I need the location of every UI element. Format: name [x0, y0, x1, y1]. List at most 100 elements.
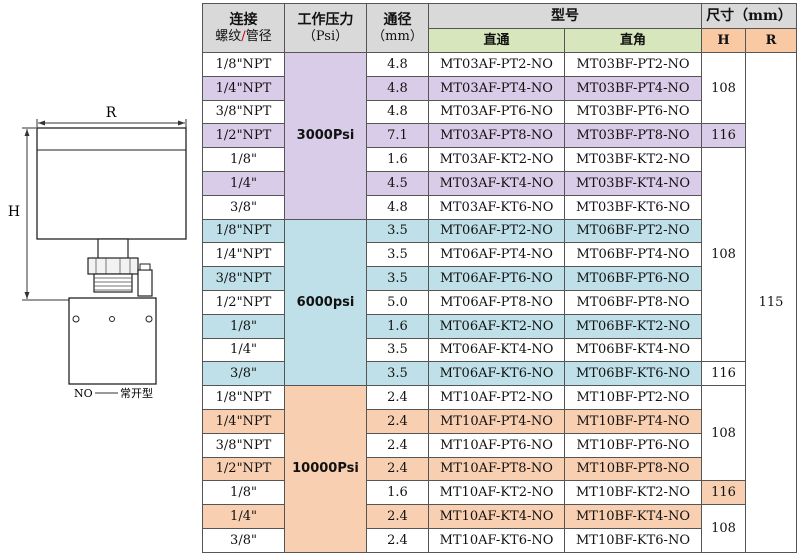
header-thread-label: 螺纹 — [215, 28, 242, 44]
header-straight: 直通 — [428, 28, 565, 53]
cell-bore: 3.5 — [366, 266, 429, 291]
cell-model-angle: MT10BF-PT6-NO — [564, 432, 702, 458]
header-pressure-label: 工作压力 — [297, 11, 354, 28]
cell-bore: 4.8 — [366, 99, 429, 125]
cell-bore: 2.4 — [366, 456, 429, 482]
header-bore-sub: （mm） — [372, 28, 423, 44]
cell-pressure: 6000psi — [284, 218, 367, 387]
header-connection-label: 连接 — [229, 11, 258, 28]
cell-connection: 1/8"NPT — [202, 385, 285, 410]
cell-connection: 1/8"NPT — [202, 218, 285, 244]
dim-h-arrow-bottom — [24, 292, 30, 299]
cell-model-straight: MT06AF-PT4-NO — [428, 242, 565, 268]
cell-bore: 2.4 — [366, 527, 429, 553]
cell-h: 116 — [701, 361, 746, 387]
cell-model-straight: MT03AF-PT6-NO — [428, 99, 565, 125]
dim-r-label: R — [106, 105, 117, 121]
cell-model-straight: MT03AF-PT4-NO — [428, 75, 565, 101]
valve-housing — [36, 127, 187, 240]
header-bore-label: 通径 — [383, 11, 412, 28]
cell-model-straight: MT10AF-KT4-NO — [428, 504, 565, 529]
cell-model-straight: MT10AF-PT6-NO — [428, 432, 565, 458]
cell-connection: 3/8" — [202, 194, 285, 220]
header-connection: 连接 螺纹/管径 — [202, 3, 285, 53]
cell-h: 116 — [701, 480, 746, 506]
valve-neck — [97, 238, 129, 260]
spec-table: 连接 螺纹/管径 工作压力 （Psi） 通径 （mm） 型号 尺寸（mm） 直通… — [202, 3, 798, 553]
cell-bore: 3.5 — [366, 218, 429, 244]
cell-model-angle: MT06BF-PT2-NO — [564, 218, 702, 244]
cell-bore: 3.5 — [366, 242, 429, 268]
cell-connection: 1/8" — [202, 313, 285, 339]
cell-bore: 2.4 — [366, 432, 429, 458]
cell-model-angle: MT06BF-PT8-NO — [564, 289, 702, 315]
cell-model-straight: MT06AF-KT4-NO — [428, 337, 565, 363]
header-dimension: 尺寸（mm） — [700, 3, 798, 29]
cell-connection: 1/8"NPT — [202, 52, 285, 77]
cell-h: 108 — [701, 147, 746, 363]
cell-model-straight: MT03AF-KT2-NO — [428, 147, 565, 172]
cell-model-straight: MT06AF-PT8-NO — [428, 289, 565, 315]
cell-connection: 1/2"NPT — [202, 289, 285, 315]
cell-connection: 1/4"NPT — [202, 75, 285, 101]
cell-model-angle: MT06BF-PT4-NO — [564, 242, 702, 268]
dim-h-arrow-top — [24, 129, 30, 136]
cell-connection: 3/8"NPT — [202, 99, 285, 125]
cell-h: 108 — [701, 385, 746, 482]
cell-connection: 1/4" — [202, 504, 285, 529]
cell-bore: 7.1 — [366, 123, 429, 149]
cell-connection: 1/4" — [202, 170, 285, 196]
cell-model-straight: MT03AF-KT6-NO — [428, 194, 565, 220]
dim-r-arrow-left — [38, 120, 45, 126]
cell-bore: 3.5 — [366, 361, 429, 387]
cell-connection: 1/2"NPT — [202, 123, 285, 149]
cell-pressure: 10000Psi — [284, 385, 367, 553]
header-slash: / — [241, 28, 246, 44]
cell-connection: 3/8"NPT — [202, 432, 285, 458]
mounting-hole-right — [145, 315, 153, 323]
dim-h-label: H — [8, 204, 20, 220]
cell-connection: 1/2"NPT — [202, 456, 285, 482]
cell-connection: 1/8" — [202, 147, 285, 172]
dim-r-arrow-right — [178, 120, 185, 126]
header-h: H — [701, 28, 746, 53]
cell-connection: 3/8" — [202, 361, 285, 387]
cell-connection: 3/8" — [202, 527, 285, 553]
cell-model-angle: MT06BF-KT4-NO — [564, 337, 702, 363]
cell-bore: 5.0 — [366, 289, 429, 315]
cell-model-angle: MT10BF-KT2-NO — [564, 480, 702, 506]
cell-model-angle: MT03BF-KT4-NO — [564, 170, 702, 196]
cell-model-straight: MT06AF-PT6-NO — [428, 266, 565, 291]
cell-model-angle: MT10BF-PT4-NO — [564, 408, 702, 434]
cell-bore: 1.6 — [366, 313, 429, 339]
center-port — [109, 316, 115, 322]
cell-bore: 4.8 — [366, 52, 429, 77]
cell-model-angle: MT10BF-PT2-NO — [564, 385, 702, 410]
caption-no: NO — [74, 387, 93, 400]
cell-r: 115 — [744, 52, 798, 553]
cell-model-angle: MT10BF-KT6-NO — [564, 527, 702, 553]
cell-model-angle: MT03BF-KT6-NO — [564, 194, 702, 220]
header-angle: 直角 — [564, 28, 702, 53]
cell-model-straight: MT03AF-PT8-NO — [428, 123, 565, 149]
cell-model-straight: MT06AF-KT2-NO — [428, 313, 565, 339]
cell-connection: 1/8" — [202, 480, 285, 506]
cell-model-straight: MT03AF-KT4-NO — [428, 170, 565, 196]
cell-model-angle: MT10BF-PT8-NO — [564, 456, 702, 482]
